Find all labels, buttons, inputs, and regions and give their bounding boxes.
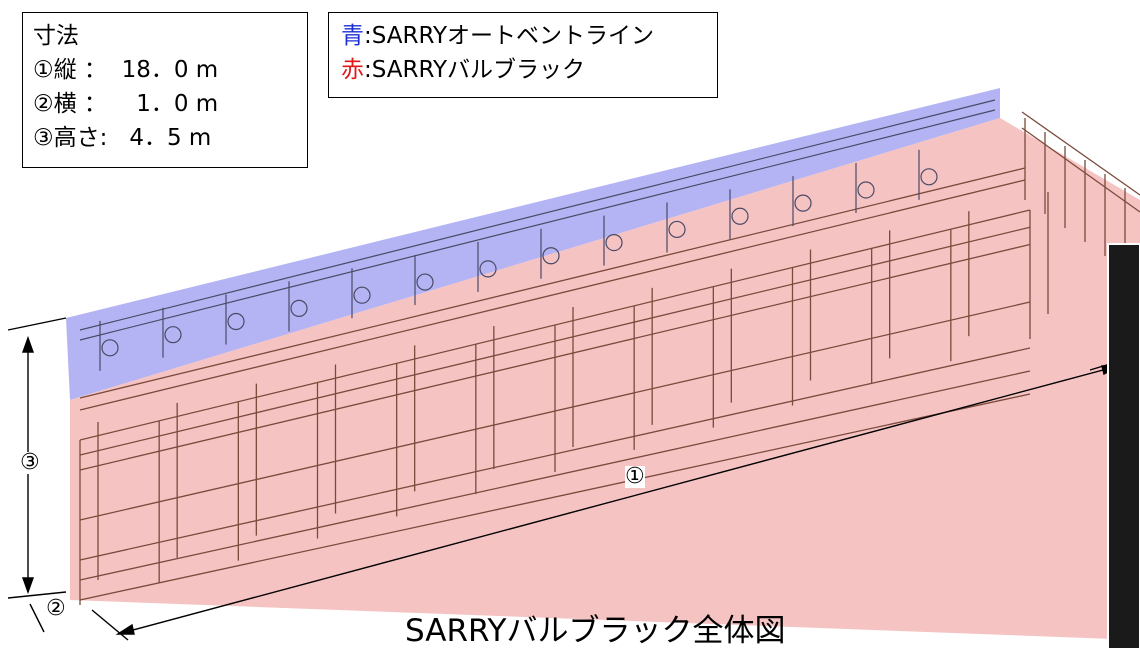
legend-box: 青:SARRYオートベントライン 赤:SARRYバルブラック bbox=[328, 12, 718, 98]
valve bbox=[164, 326, 182, 344]
legend-item-valve-rack: 赤:SARRYバルブラック bbox=[341, 53, 717, 87]
frame-rail bbox=[79, 393, 1031, 601]
legend-text: SARRYバルブラック bbox=[371, 57, 586, 83]
height-extension-top bbox=[7, 317, 67, 331]
height-arrow-top bbox=[22, 335, 34, 353]
autovent-header bbox=[79, 109, 996, 341]
valve bbox=[416, 273, 434, 291]
valve bbox=[479, 260, 497, 278]
height-marker: ③ bbox=[20, 450, 40, 475]
side-rail bbox=[1021, 127, 1140, 213]
valve bbox=[542, 247, 560, 265]
width-marker: ② bbox=[46, 596, 66, 621]
dimension-row-width: ②横 ： 1．0 m bbox=[33, 87, 307, 121]
autovent-pipes bbox=[79, 99, 996, 371]
valve bbox=[920, 168, 938, 186]
dimension-label: ③高さ: bbox=[33, 125, 108, 151]
frame-rail bbox=[79, 179, 1026, 411]
valve bbox=[101, 339, 119, 357]
dimension-value: 18．0 m bbox=[121, 57, 219, 83]
legend-key-red: 赤 bbox=[341, 57, 364, 83]
legend-item-autovent: 青:SARRYオートベントライン bbox=[341, 19, 717, 53]
valve bbox=[227, 312, 245, 331]
length-marker: ① bbox=[625, 464, 645, 489]
legend-key-blue: 青 bbox=[341, 23, 364, 49]
side-rail bbox=[1021, 111, 1140, 196]
valve bbox=[668, 220, 686, 239]
rack-frame bbox=[79, 111, 1140, 605]
dimension-label: ②横 ： bbox=[33, 91, 107, 117]
valve bbox=[731, 207, 749, 225]
dimension-value: 1．0 m bbox=[136, 91, 219, 117]
figure-caption: SARRYバルブラック全体図 bbox=[405, 613, 786, 649]
legend-text: SARRYオートベントライン bbox=[371, 23, 655, 49]
length-dimension-line bbox=[117, 365, 1119, 635]
width-dimension-line bbox=[29, 603, 45, 633]
autovent-line-region bbox=[66, 88, 1000, 400]
length-extension-left bbox=[91, 609, 129, 641]
length-arrow-left bbox=[115, 623, 135, 635]
valve bbox=[794, 194, 812, 212]
dimension-row-length: ①縦 ： 18．0 m bbox=[33, 53, 307, 87]
dimensions-box: 寸法 ①縦 ： 18．0 m ②横 ： 1．0 m ③高さ: 4．5 m bbox=[22, 12, 308, 168]
height-extension-bottom bbox=[7, 591, 67, 599]
dimension-label: ①縦 ： bbox=[33, 57, 107, 83]
frame-rail bbox=[79, 167, 1026, 399]
legend-separator: : bbox=[364, 57, 372, 83]
photo-fragment bbox=[1108, 244, 1140, 649]
dimensions-title: 寸法 bbox=[33, 23, 79, 49]
legend-separator: : bbox=[364, 23, 372, 49]
autovent-header bbox=[79, 99, 996, 331]
valve bbox=[290, 299, 308, 317]
height-arrow-bottom bbox=[22, 577, 34, 595]
valve bbox=[605, 233, 623, 252]
dimension-row-height: ③高さ: 4．5 m bbox=[33, 121, 307, 155]
valve bbox=[353, 286, 371, 304]
valve bbox=[857, 181, 875, 199]
dimension-value: 4．5 m bbox=[129, 125, 212, 151]
